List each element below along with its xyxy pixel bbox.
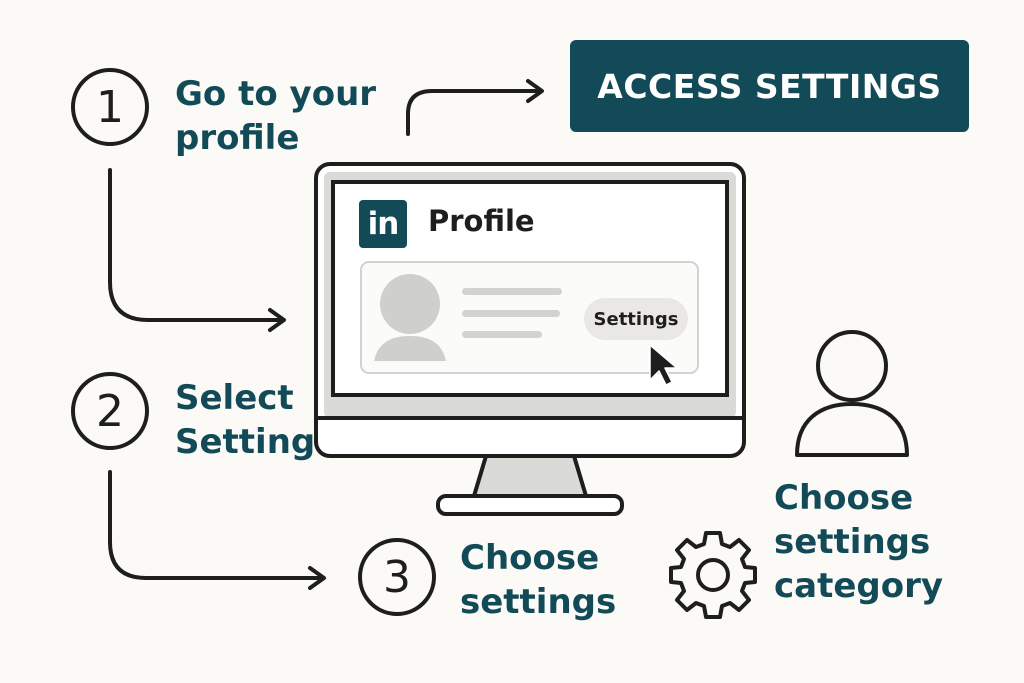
gear-icon	[669, 531, 757, 619]
profile-text-line-2	[462, 310, 560, 317]
access-settings-button[interactable]: ACCESS SETTINGS	[570, 40, 969, 132]
step-2-label: Select Setting	[175, 376, 315, 464]
settings-button[interactable]: Settings	[584, 298, 688, 340]
user-icon	[795, 330, 909, 457]
settings-category-line-1: Choose	[774, 478, 914, 518]
settings-category-line-2: settings	[774, 522, 931, 562]
avatar-placeholder-icon	[374, 274, 446, 361]
step-1-label: Go to your profile	[175, 72, 376, 160]
step-3-label-line-1: Choose	[460, 538, 600, 578]
step-1-number: 1	[71, 68, 149, 146]
step-3-label-line-2: settings	[460, 582, 617, 622]
linkedin-logo-icon: in	[359, 200, 407, 248]
profile-card	[360, 261, 699, 374]
profile-text-line-3	[462, 331, 542, 338]
monitor-stand-base	[436, 494, 624, 516]
profile-text-line-1	[462, 288, 562, 295]
step-2-label-line-2: Setting	[175, 422, 316, 462]
step-3-label: Choose settings	[460, 536, 616, 624]
step-3-number: 3	[358, 538, 436, 616]
arrow-to-cta	[406, 79, 544, 136]
arrow-step1-to-monitor	[108, 168, 286, 332]
step-2-label-line-1: Select	[175, 378, 294, 418]
cursor-icon	[649, 344, 678, 386]
step-1-label-line-2: profile	[175, 118, 300, 158]
settings-category-line-3: category	[774, 566, 944, 606]
step-1-label-line-1: Go to your	[175, 74, 377, 114]
screen-title: Profile	[428, 204, 535, 238]
settings-category-note: Choose settings category	[774, 476, 943, 608]
monitor-stand-neck	[472, 454, 588, 498]
step-2-number: 2	[71, 372, 149, 450]
arrow-step2-to-step3	[108, 470, 326, 590]
